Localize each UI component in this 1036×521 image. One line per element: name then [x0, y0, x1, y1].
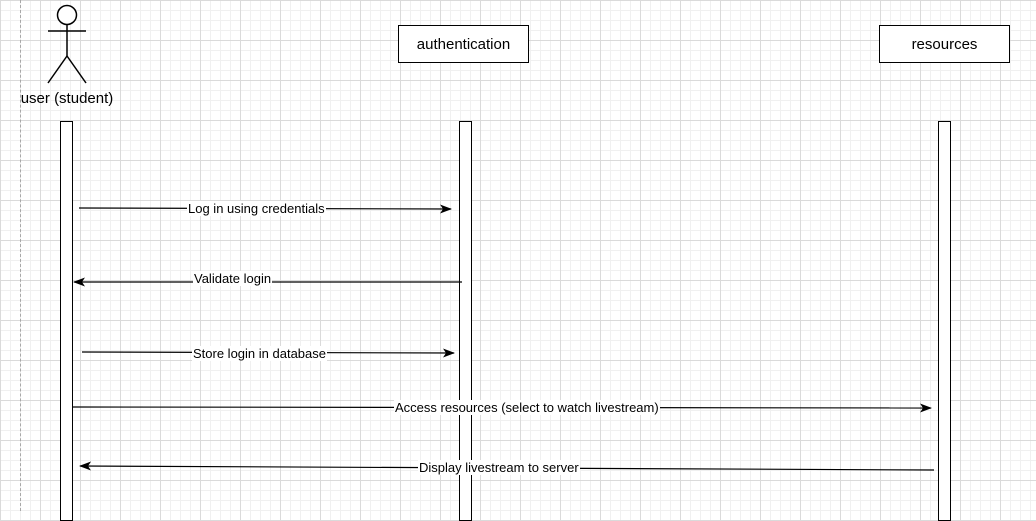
page-boundary-line — [20, 0, 21, 511]
message-label-1: Log in using credentials — [187, 201, 326, 216]
participant-resources[interactable]: resources — [879, 25, 1010, 63]
message-label-3: Store login in database — [192, 346, 327, 361]
participant-authentication[interactable]: authentication — [398, 25, 529, 63]
message-label-5: Display livestream to server — [418, 460, 580, 475]
message-label-2: Validate login — [193, 271, 273, 286]
stick-figure-icon[interactable] — [44, 4, 90, 84]
participant-authentication-label: authentication — [416, 35, 511, 53]
participant-resources-label: resources — [911, 35, 978, 53]
actor-label: user (student) — [20, 90, 114, 107]
message-label-4: Access resources (select to watch livest… — [394, 400, 660, 415]
